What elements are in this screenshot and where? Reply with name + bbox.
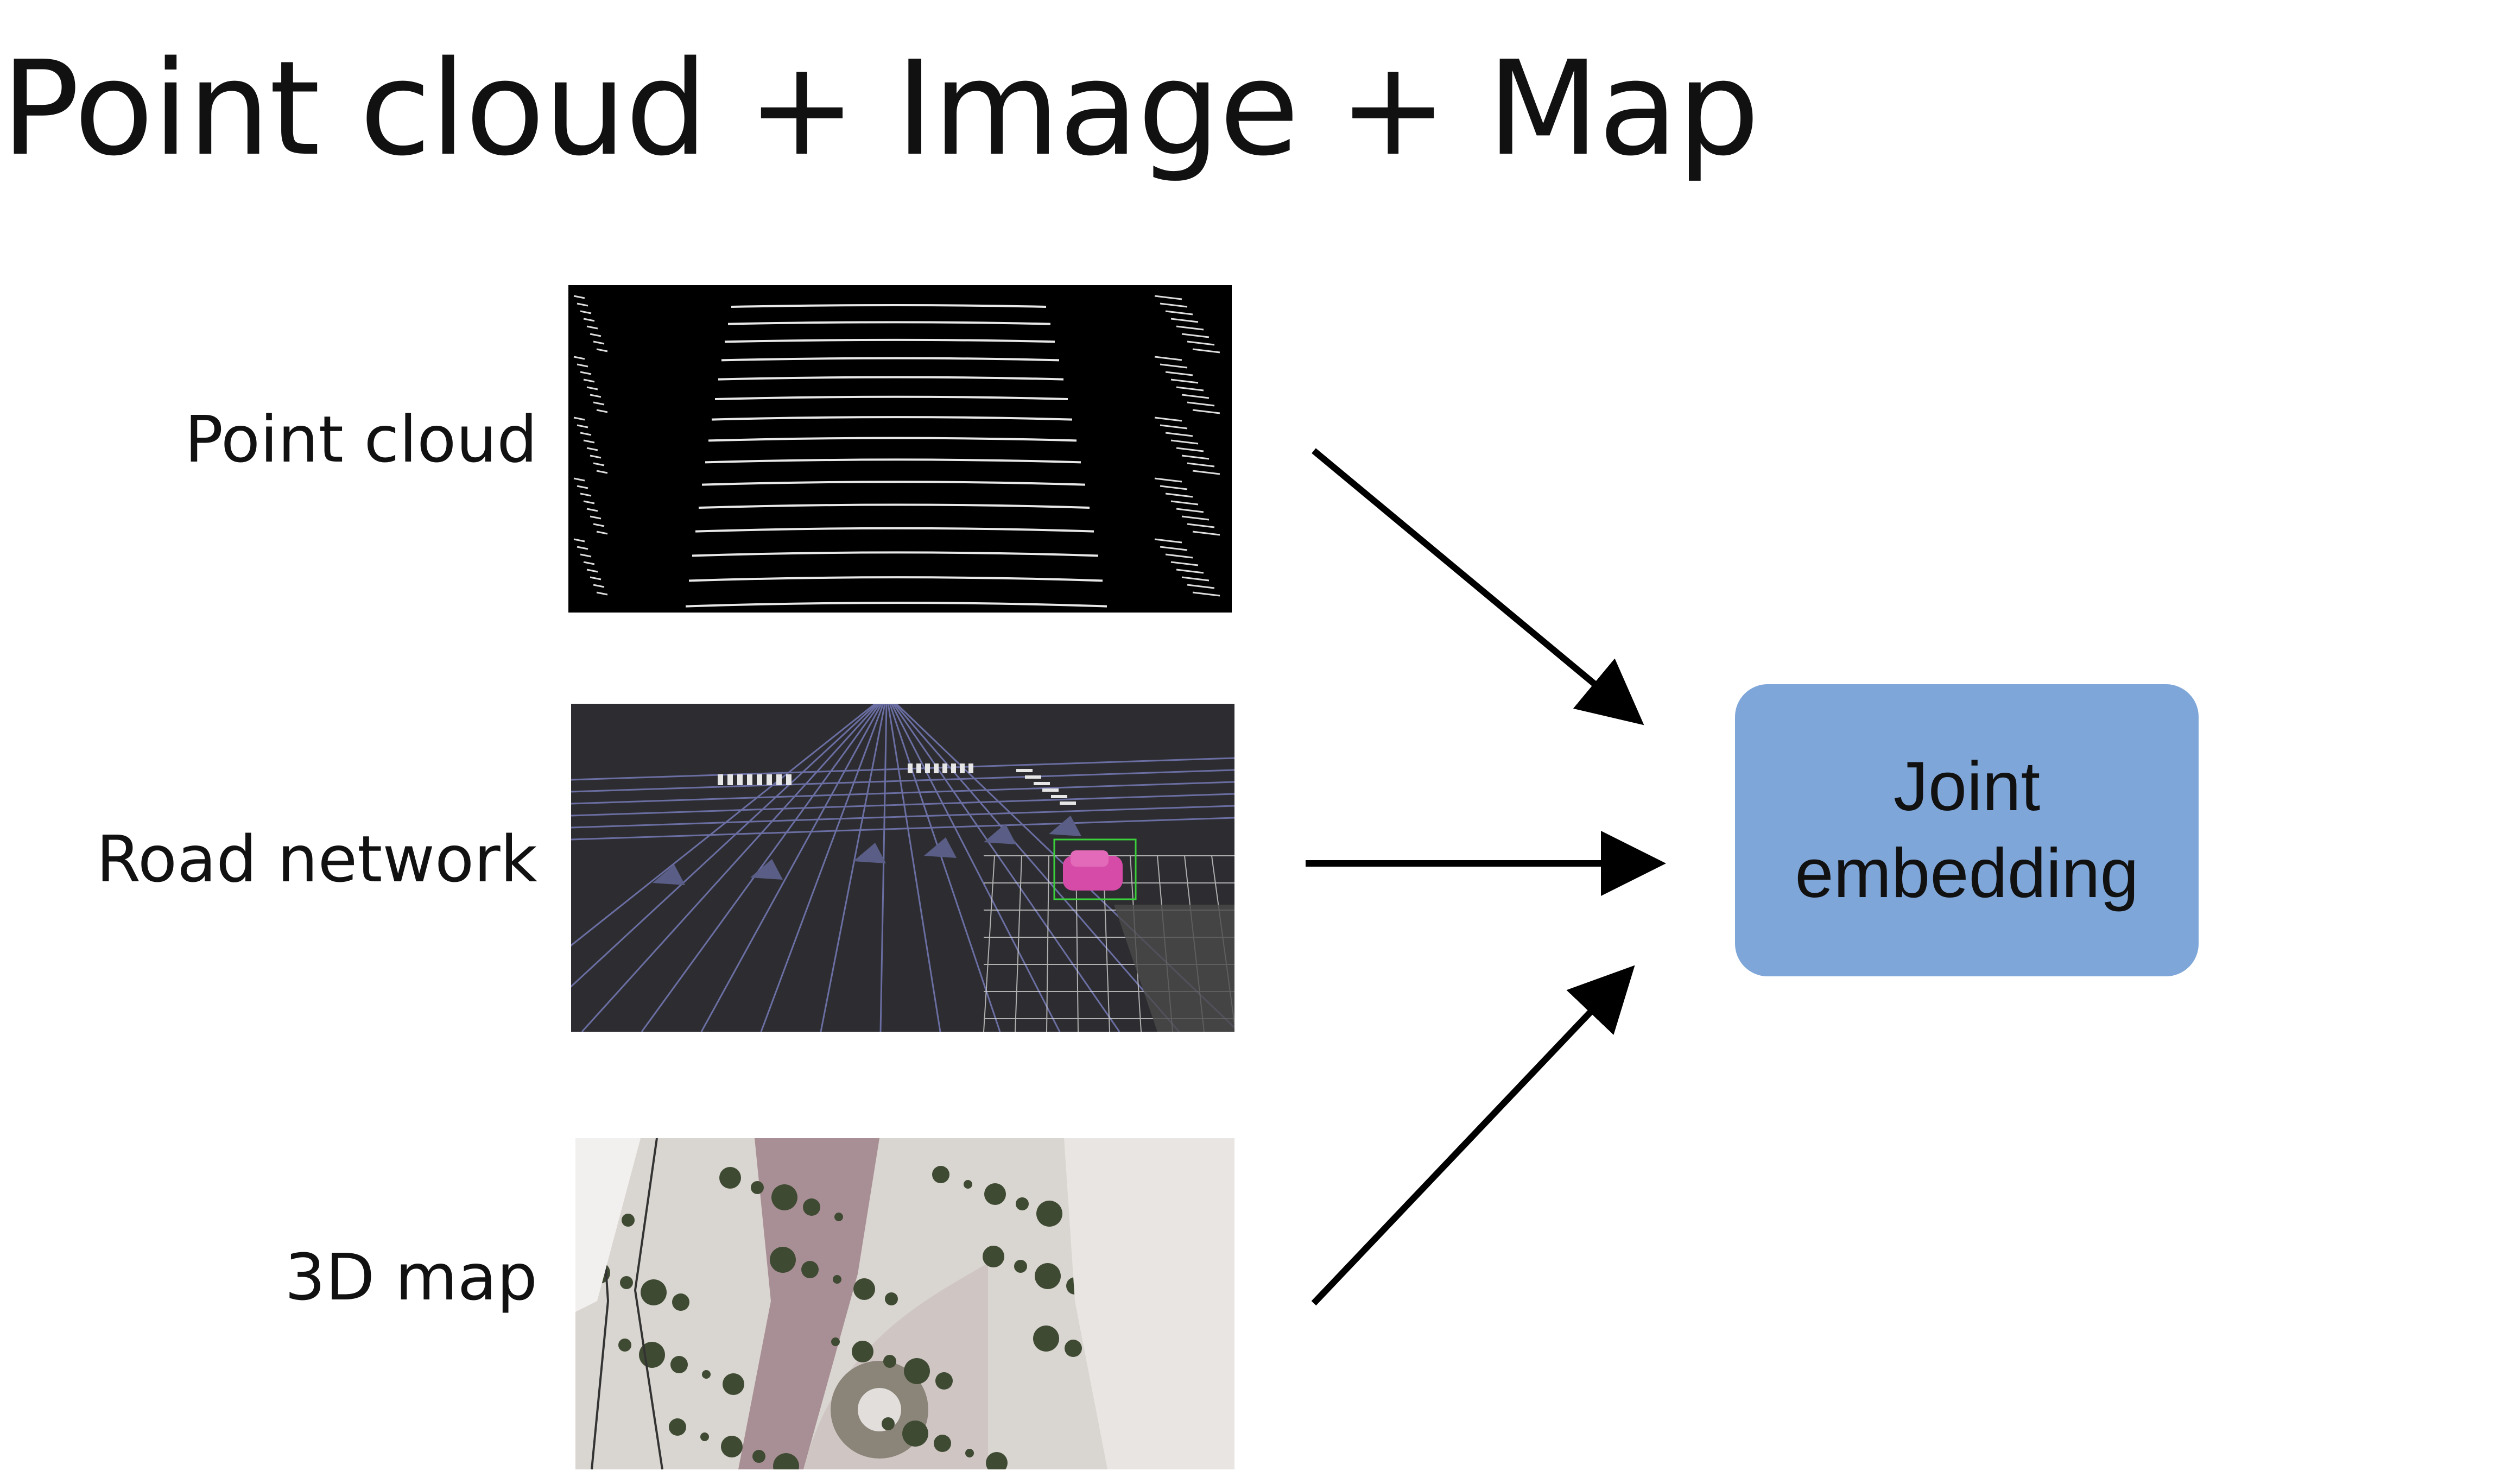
arrow-3d-map-to-embedding [1311,965,1635,1306]
label-point-cloud: Point cloud [184,402,537,477]
point-cloud-scan-graphic [568,285,1232,613]
road-network-render-graphic [571,704,1234,1032]
joint-embedding-line2: embedding [1795,835,2139,912]
slide-title: Point cloud + Image + Map [1,33,1760,185]
joint-embedding-node: Joint embedding [1735,684,2199,976]
3d-map-image [575,1138,1234,1469]
joint-embedding-label: Joint embedding [1795,743,2138,917]
label-road-network: Road network [96,822,537,897]
3d-map-aerial-graphic [575,1138,1234,1469]
joint-embedding-line1: Joint [1893,748,2041,825]
arrow-point-cloud-to-embedding [1312,448,1644,725]
road-network-image [571,704,1234,1032]
point-cloud-image [568,285,1232,613]
label-3d-map: 3D map [284,1240,537,1315]
